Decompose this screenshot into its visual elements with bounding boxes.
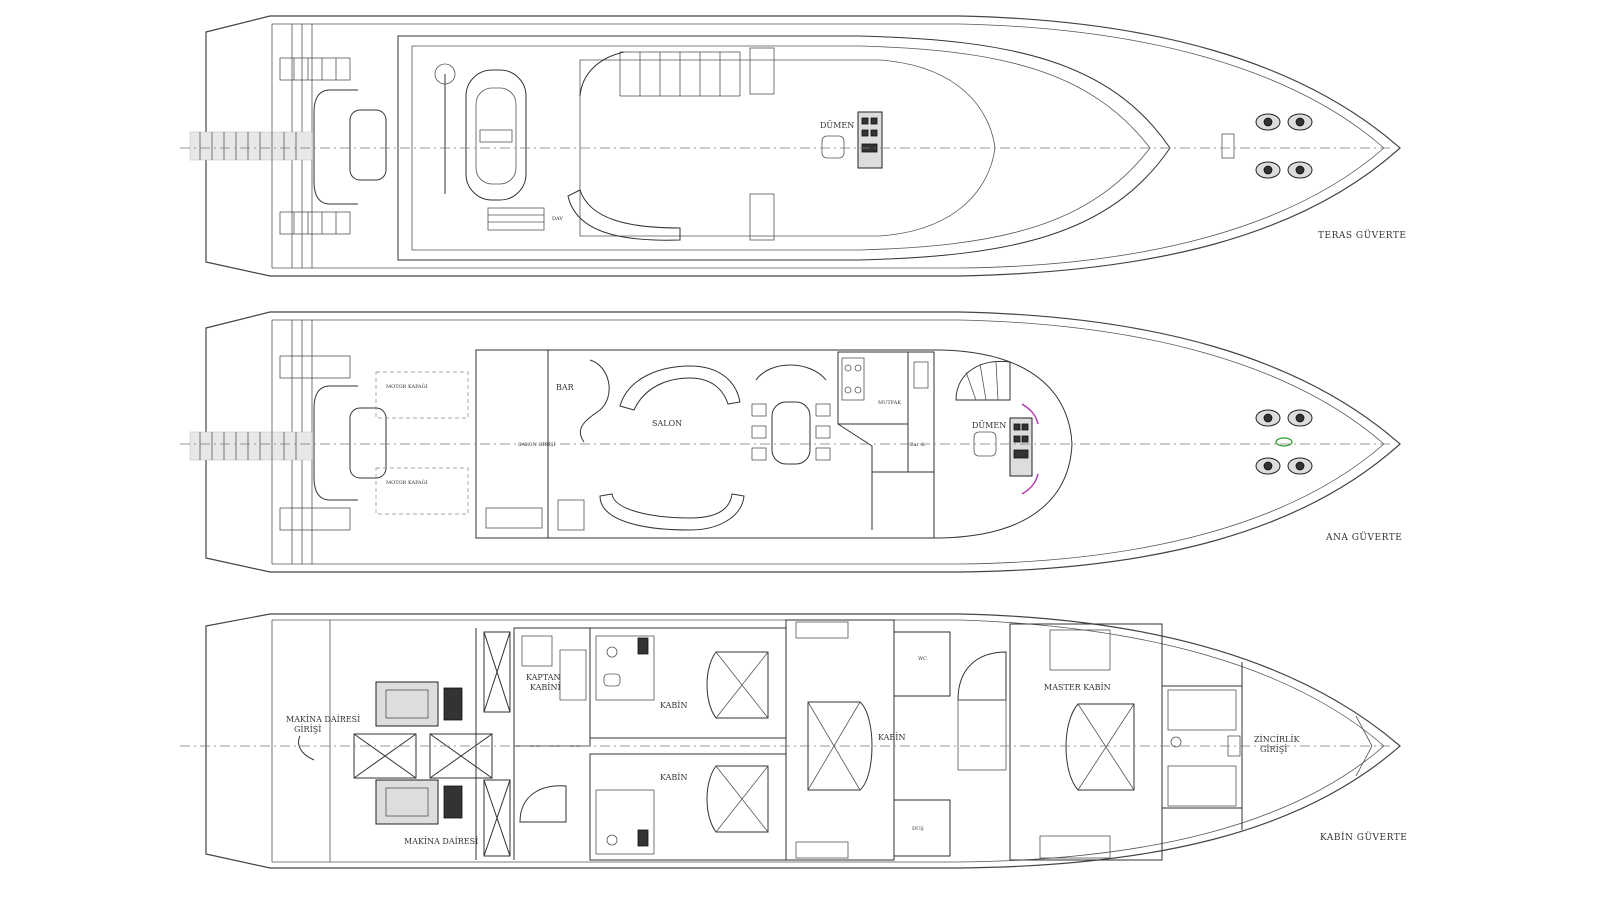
deck-title-ana: ANA GÜVERTE — [1325, 531, 1402, 543]
label-kabin-cabin-3: KABİN — [878, 733, 905, 742]
teras-stair-curve-top — [579, 51, 625, 97]
ana-galley — [837, 351, 909, 425]
label-kabin-engine-entry-1: MAKİNA DAİRESİ — [286, 715, 360, 724]
ana-aft-stairs-port — [279, 355, 351, 379]
teras-hull-inner — [272, 23, 1385, 269]
ana-aft-table — [349, 407, 387, 479]
teras-jetskis — [1255, 113, 1313, 179]
kabin-cabin-2-wc — [595, 789, 655, 855]
label-teras-helm: DÜMEN — [820, 121, 854, 130]
kabin-cabin-1-wc — [595, 635, 655, 701]
ana-dining-table — [771, 401, 811, 465]
label-ana-salon-entry: SALON GİRİŞİ — [518, 441, 556, 448]
teras-curved-sofa — [567, 189, 681, 241]
ana-dining-chairs — [751, 403, 831, 461]
ana-helm-console — [1009, 417, 1033, 477]
deck-ana: MOTOR KAPAĞI MOTOR KAPAĞI BAR SALON MUTF… — [180, 311, 1402, 573]
teras-davit-locker — [487, 207, 545, 231]
teras-aft-stairs-port — [279, 57, 351, 81]
deck-title-kabin: KABİN GÜVERTE — [1320, 831, 1407, 843]
label-kabin-cabin-2: KABİN — [660, 773, 687, 782]
kabin-aft-stair — [519, 785, 567, 823]
label-kabin-chain-1: ZİNCİRLİK — [1254, 735, 1300, 744]
teras-hull-outer — [205, 15, 1401, 277]
ana-engine-hatch-port — [375, 371, 469, 419]
ana-salon-sofa-top — [619, 365, 741, 411]
kabin-center-wc — [893, 631, 951, 697]
label-kabin-master: MASTER KABİN — [1044, 683, 1111, 692]
deck-title-teras: TERAS GÜVERTE — [1318, 229, 1406, 241]
ana-jetskis — [1255, 409, 1313, 475]
ana-helm-door-port — [1021, 403, 1039, 425]
label-ana-engine-hatch-1: MOTOR KAPAĞI — [386, 382, 428, 390]
kabin-bed-1 — [706, 651, 769, 719]
teras-chairs-top — [749, 47, 775, 95]
deck-teras: DAV DÜMEN TER — [180, 15, 1406, 277]
teras-helm-seat — [821, 135, 845, 159]
label-ana-day-head: Bar d. — [910, 442, 926, 448]
label-teras-davit: DAV — [552, 216, 563, 222]
label-kabin-wc: WC — [918, 656, 927, 662]
label-ana-engine-hatch-2: MOTOR KAPAĞI — [386, 478, 428, 486]
teras-aft-seating — [313, 89, 358, 205]
deck-kabin: MAKİNA DAİRESİ GİRİŞİ MAKİNA DAİRESİ KAP… — [180, 613, 1407, 869]
teras-chairs-bottom — [749, 193, 775, 241]
kabin-cabin-1 — [589, 627, 787, 739]
kabin-cabin-2 — [589, 753, 787, 861]
teras-aft-table — [349, 109, 387, 181]
kabin-engine-stbd — [375, 779, 463, 825]
ana-aft-seating — [313, 385, 358, 501]
kabin-master-cabin — [1009, 623, 1163, 861]
kabin-master-bed — [1065, 703, 1135, 791]
kabin-fuel-tanks — [353, 733, 493, 779]
label-kabin-captain-2: KABİNİ — [530, 683, 561, 692]
kabin-bed-2 — [706, 765, 769, 833]
label-ana-salon: SALON — [652, 419, 682, 428]
label-kabin-cabin-1: KABİN — [660, 701, 687, 710]
teras-helm-console — [857, 111, 883, 169]
ana-aft-stairs-stbd — [279, 507, 351, 531]
ana-side-stairs — [557, 499, 585, 531]
ana-helm-door-stbd — [1021, 473, 1039, 495]
label-kabin-captain-1: KAPTAN — [526, 673, 561, 682]
kabin-center-dus — [893, 799, 951, 857]
label-kabin-dus: DUŞ — [912, 826, 924, 832]
label-kabin-chain-2: GİRİŞİ — [1260, 745, 1287, 754]
teras-tender — [465, 69, 527, 201]
label-kabin-engine-entry-2: GİRİŞİ — [294, 725, 321, 734]
ana-engine-hatch-stbd — [375, 467, 469, 515]
kabin-central-stair — [957, 651, 1007, 701]
label-kabin-engine-room: MAKİNA DAİRESİ — [404, 837, 478, 846]
ana-bar-counter — [579, 359, 610, 443]
kabin-hull-outer — [205, 613, 1401, 869]
ana-day-head — [907, 351, 935, 473]
teras-aft-stairs-stbd — [279, 211, 351, 235]
ana-aft-steps — [485, 507, 543, 529]
ana-hull-outer — [205, 311, 1401, 573]
label-ana-galley: MUTFAK — [878, 400, 901, 406]
kabin-engine-port — [375, 681, 463, 727]
ana-spiral-stair — [955, 360, 1011, 401]
kabin-cabin-3 — [785, 619, 895, 861]
ana-salon-sofa-bottom — [599, 493, 745, 531]
kabin-lockers — [483, 631, 511, 857]
label-ana-helm: DÜMEN — [972, 421, 1006, 430]
label-ana-bar: BAR — [556, 383, 575, 392]
teras-swim-platform — [189, 131, 313, 161]
ana-swim-platform — [189, 431, 313, 461]
